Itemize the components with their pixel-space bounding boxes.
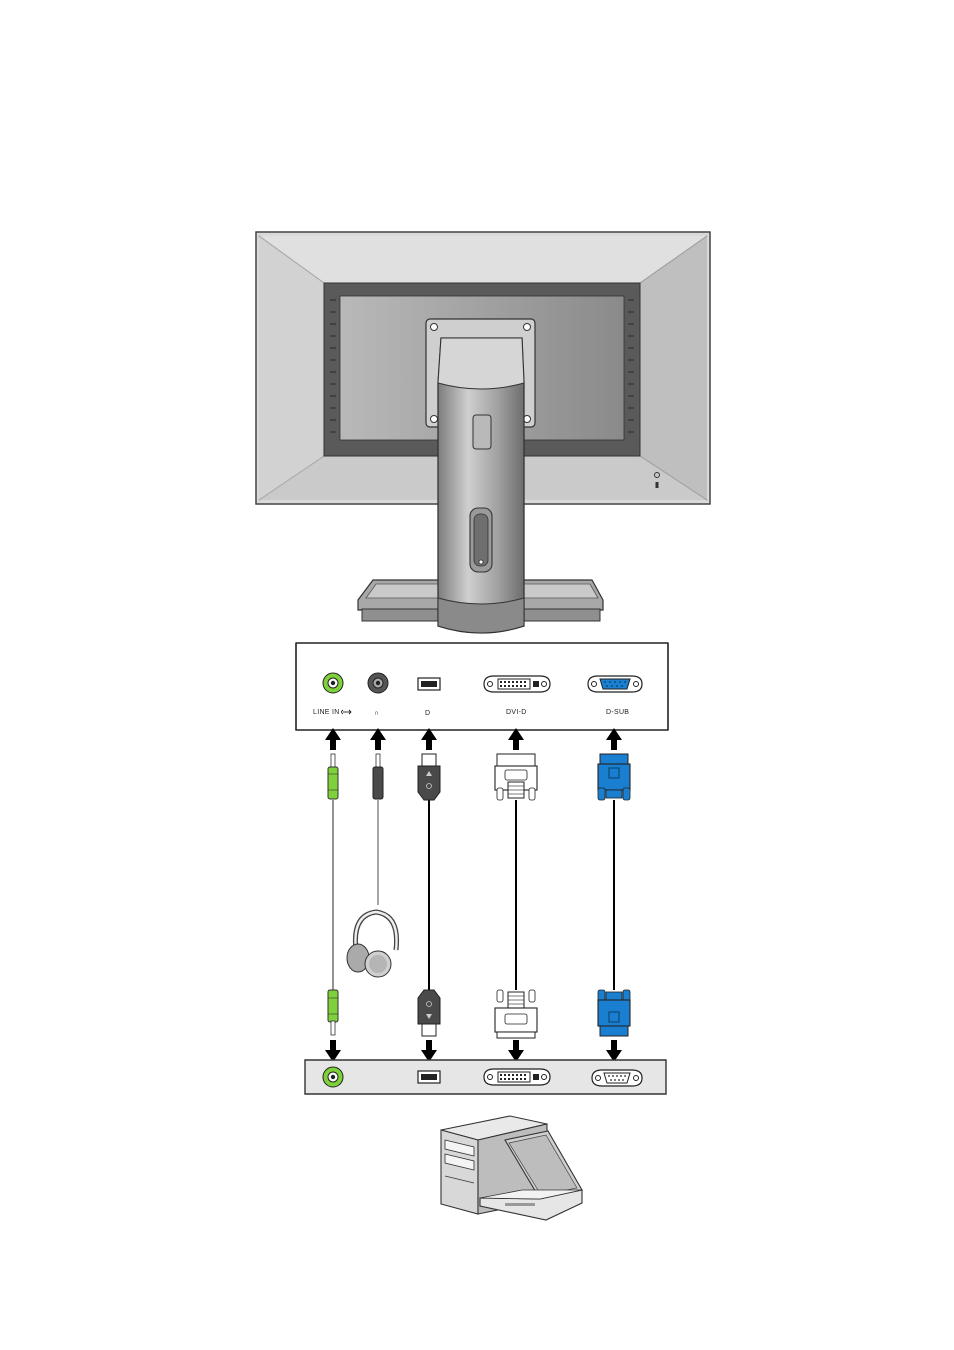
- arrow-up-icon: [325, 728, 341, 750]
- pc-dvi-port: [484, 1069, 550, 1085]
- pc-dsub-port: [592, 1070, 642, 1086]
- displayport-cable: [418, 754, 440, 1036]
- monitor-back-icon: [256, 232, 710, 633]
- displayport-port: [418, 678, 440, 690]
- headphone-plug: [373, 754, 383, 799]
- headphone-label: ∩: [374, 710, 379, 717]
- upper-arrows: [325, 728, 622, 750]
- arrow-down-icon: [508, 1040, 524, 1062]
- arrow-up-icon: [421, 728, 437, 750]
- arrow-down-icon: [421, 1040, 437, 1062]
- line-in-label: LINE IN: [313, 709, 340, 716]
- dvi-label: DVI-D: [506, 709, 527, 716]
- dsub-plug-bottom: [598, 990, 630, 1036]
- lower-arrows: [325, 1040, 622, 1062]
- headphone-port: [368, 673, 388, 693]
- displayport-plug-bottom: [418, 990, 440, 1036]
- pc-displayport-port: [418, 1071, 440, 1083]
- audio-plug-top: [328, 754, 338, 799]
- headphones-icon: [347, 912, 397, 977]
- displayport-plug-top: [418, 754, 440, 800]
- audio-plug-bottom: [328, 990, 338, 1035]
- arrow-down-icon: [606, 1040, 622, 1062]
- dsub-label: D-SUB: [606, 709, 629, 716]
- arrow-down-icon: [325, 1040, 341, 1062]
- dsub-plug-top: [598, 754, 630, 800]
- dsub-cable: [598, 754, 630, 1036]
- audio-cable: [328, 754, 338, 1035]
- dvi-plug-top: [495, 754, 537, 800]
- headphone-cable: [347, 754, 397, 977]
- dvi-cable: [495, 754, 537, 1038]
- stand-neck: [438, 338, 524, 633]
- dsub-port: [588, 676, 642, 692]
- line-in-port: [323, 673, 343, 693]
- cable-clip: [473, 415, 491, 449]
- dvi-port: [484, 676, 550, 692]
- displayport-label: D: [425, 710, 430, 717]
- pc-audio-port: [323, 1067, 343, 1087]
- arrow-up-icon: [370, 728, 386, 750]
- monitor-input-panel: LINE IN ∩ D DVI-D D-SUB: [296, 643, 668, 730]
- arrow-up-icon: [508, 728, 524, 750]
- dvi-plug-bottom: [495, 990, 537, 1038]
- computer-port-panel: [305, 1060, 666, 1094]
- arrow-up-icon: [606, 728, 622, 750]
